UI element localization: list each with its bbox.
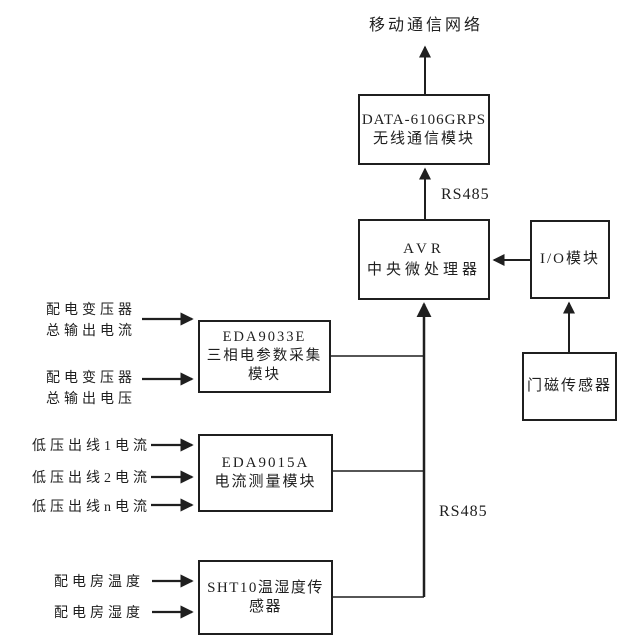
input-label-room-temperature: 配电房温度 <box>54 575 144 590</box>
rs485-label-upper: RS485 <box>441 186 490 203</box>
input-label-transformer-voltage: 配电变压器 总输出电压 <box>46 368 136 410</box>
mobile-network-label: 移动通信网络 <box>368 17 483 34</box>
input-label-transformer-current: 配电变压器 总输出电流 <box>46 300 136 342</box>
input-label-room-humidity: 配电房湿度 <box>54 606 144 621</box>
eda9015-name: 电流测量模块 <box>214 474 317 490</box>
eda9015-module-box: EDA9015A 电流测量模块 <box>198 434 333 512</box>
door-sensor-label: 门磁传感器 <box>526 378 612 394</box>
sht10-sensor-box: SHT10温湿度传感器 <box>198 560 333 635</box>
io-module-box: I/O模块 <box>530 220 610 299</box>
avr-cpu-box: AVR 中央微处理器 <box>358 219 490 300</box>
input-label-feedern-current: 低压出线n电流 <box>32 500 151 515</box>
gprs-module-model: DATA-6106GRPS <box>361 111 487 128</box>
eda9033-name-line2: 模块 <box>248 367 281 383</box>
input-label-line: 总输出电压 <box>46 392 136 407</box>
eda9015-model: EDA9015A <box>221 455 310 471</box>
eda9033-module-box: EDA9033E 三相电参数采集 模块 <box>198 320 331 393</box>
io-module-label: I/O模块 <box>540 251 600 267</box>
eda9033-name-line1: 三相电参数采集 <box>206 348 323 364</box>
sht10-sensor-label: SHT10温湿度传感器 <box>207 579 324 615</box>
eda9033-model: EDA9033E <box>222 329 307 345</box>
input-label-line: 配电变压器 <box>46 303 136 318</box>
gprs-module-name: 无线通信模块 <box>372 130 475 147</box>
avr-cpu-name: 中央微处理器 <box>366 261 481 278</box>
input-label-feeder1-current: 低压出线1电流 <box>32 439 151 454</box>
input-label-feeder2-current: 低压出线2电流 <box>32 471 151 486</box>
door-sensor-box: 门磁传感器 <box>522 352 617 421</box>
avr-cpu-model: AVR <box>403 240 445 257</box>
input-label-line: 配电变压器 <box>46 371 136 386</box>
input-label-line: 总输出电流 <box>46 324 136 339</box>
gprs-module-box: DATA-6106GRPS 无线通信模块 <box>358 94 490 165</box>
rs485-label-lower: RS485 <box>439 503 488 520</box>
